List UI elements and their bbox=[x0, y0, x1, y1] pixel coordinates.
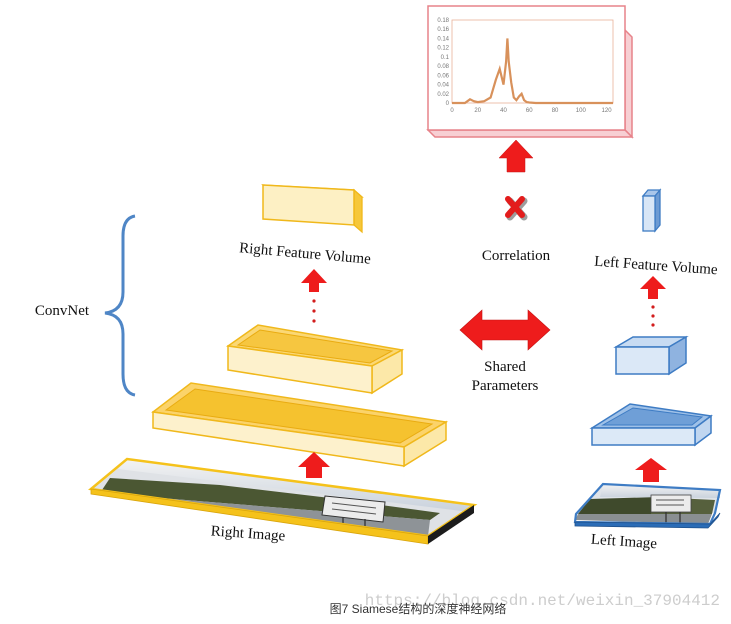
plot-x-tick-label: 100 bbox=[576, 108, 587, 114]
plot-frame-bottom-side bbox=[426, 129, 634, 138]
figure-caption: 图7 Siamese结构的深度神经网络 bbox=[330, 601, 507, 616]
plot-x-tick-label: 60 bbox=[526, 108, 533, 114]
dots-left-branch bbox=[651, 305, 655, 327]
plot-frame-right-side bbox=[624, 28, 633, 139]
arrow-up-left-branch-top bbox=[640, 276, 666, 299]
plot-series-line bbox=[452, 38, 613, 105]
arrow-up-to-plot bbox=[498, 139, 534, 173]
plot-x-tick-label: 40 bbox=[500, 108, 507, 114]
arrow-up-right-branch-top bbox=[301, 269, 327, 292]
left-conv-block-small bbox=[613, 335, 689, 376]
plot-y-tick-label: 0.04 bbox=[437, 83, 449, 89]
multiply-icon bbox=[505, 196, 528, 221]
arrow-up-right-image bbox=[298, 452, 330, 478]
plot-x-tick-label: 20 bbox=[474, 108, 481, 114]
left-image-photo bbox=[573, 482, 722, 529]
left-conv-block-large bbox=[589, 403, 713, 447]
right-image-photo bbox=[88, 457, 478, 545]
double-arrow-shared bbox=[459, 309, 551, 351]
convnet-brace bbox=[104, 214, 136, 397]
right-feature-volume-block bbox=[261, 184, 364, 234]
left-feature-volume-block bbox=[641, 188, 662, 233]
correlation-plot: 0 0.02 0.04 0.06 0.08 0.1 0.12 0.14 0.16 0.18 0 20 4… bbox=[426, 5, 634, 139]
left-image-label: Left Image bbox=[590, 532, 658, 553]
correlation-label: Correlation bbox=[482, 248, 551, 264]
plot-x-tick-label: 80 bbox=[552, 108, 559, 114]
plot-y-tick-label: 0.02 bbox=[437, 92, 449, 98]
plot-y-tick-label: 0 bbox=[446, 101, 450, 107]
plot-y-tick-label: 0.12 bbox=[437, 46, 449, 52]
shared-label: Shared bbox=[484, 359, 526, 375]
convnet-label: ConvNet bbox=[35, 303, 90, 319]
plot-x-tick-label: 120 bbox=[602, 108, 613, 114]
plot-frame bbox=[427, 5, 626, 131]
right-conv-block-small bbox=[226, 324, 405, 395]
parameters-label: Parameters bbox=[472, 378, 539, 394]
plot-y-tick-label: 0.1 bbox=[441, 55, 450, 61]
arrow-up-left-image bbox=[635, 458, 667, 482]
plot-x-tick-label: 0 bbox=[450, 108, 454, 114]
right-conv-block-large bbox=[151, 382, 449, 468]
plot-y-tick-label: 0.14 bbox=[437, 36, 449, 42]
left-feature-volume-label: Left Feature Volume bbox=[594, 254, 719, 279]
right-image-label: Right Image bbox=[210, 523, 286, 544]
plot-y-tick-label: 0.08 bbox=[437, 64, 449, 70]
plot-y-tick-label: 0.16 bbox=[437, 27, 449, 33]
plot-y-tick-label: 0.06 bbox=[437, 73, 449, 79]
plot-y-tick-label: 0.18 bbox=[437, 18, 449, 24]
dots-right-branch bbox=[312, 299, 316, 323]
watermark-text: https://blog.csdn.net/weixin_37904412 bbox=[365, 592, 720, 610]
right-feature-volume-label: Right Feature Volume bbox=[239, 240, 372, 267]
